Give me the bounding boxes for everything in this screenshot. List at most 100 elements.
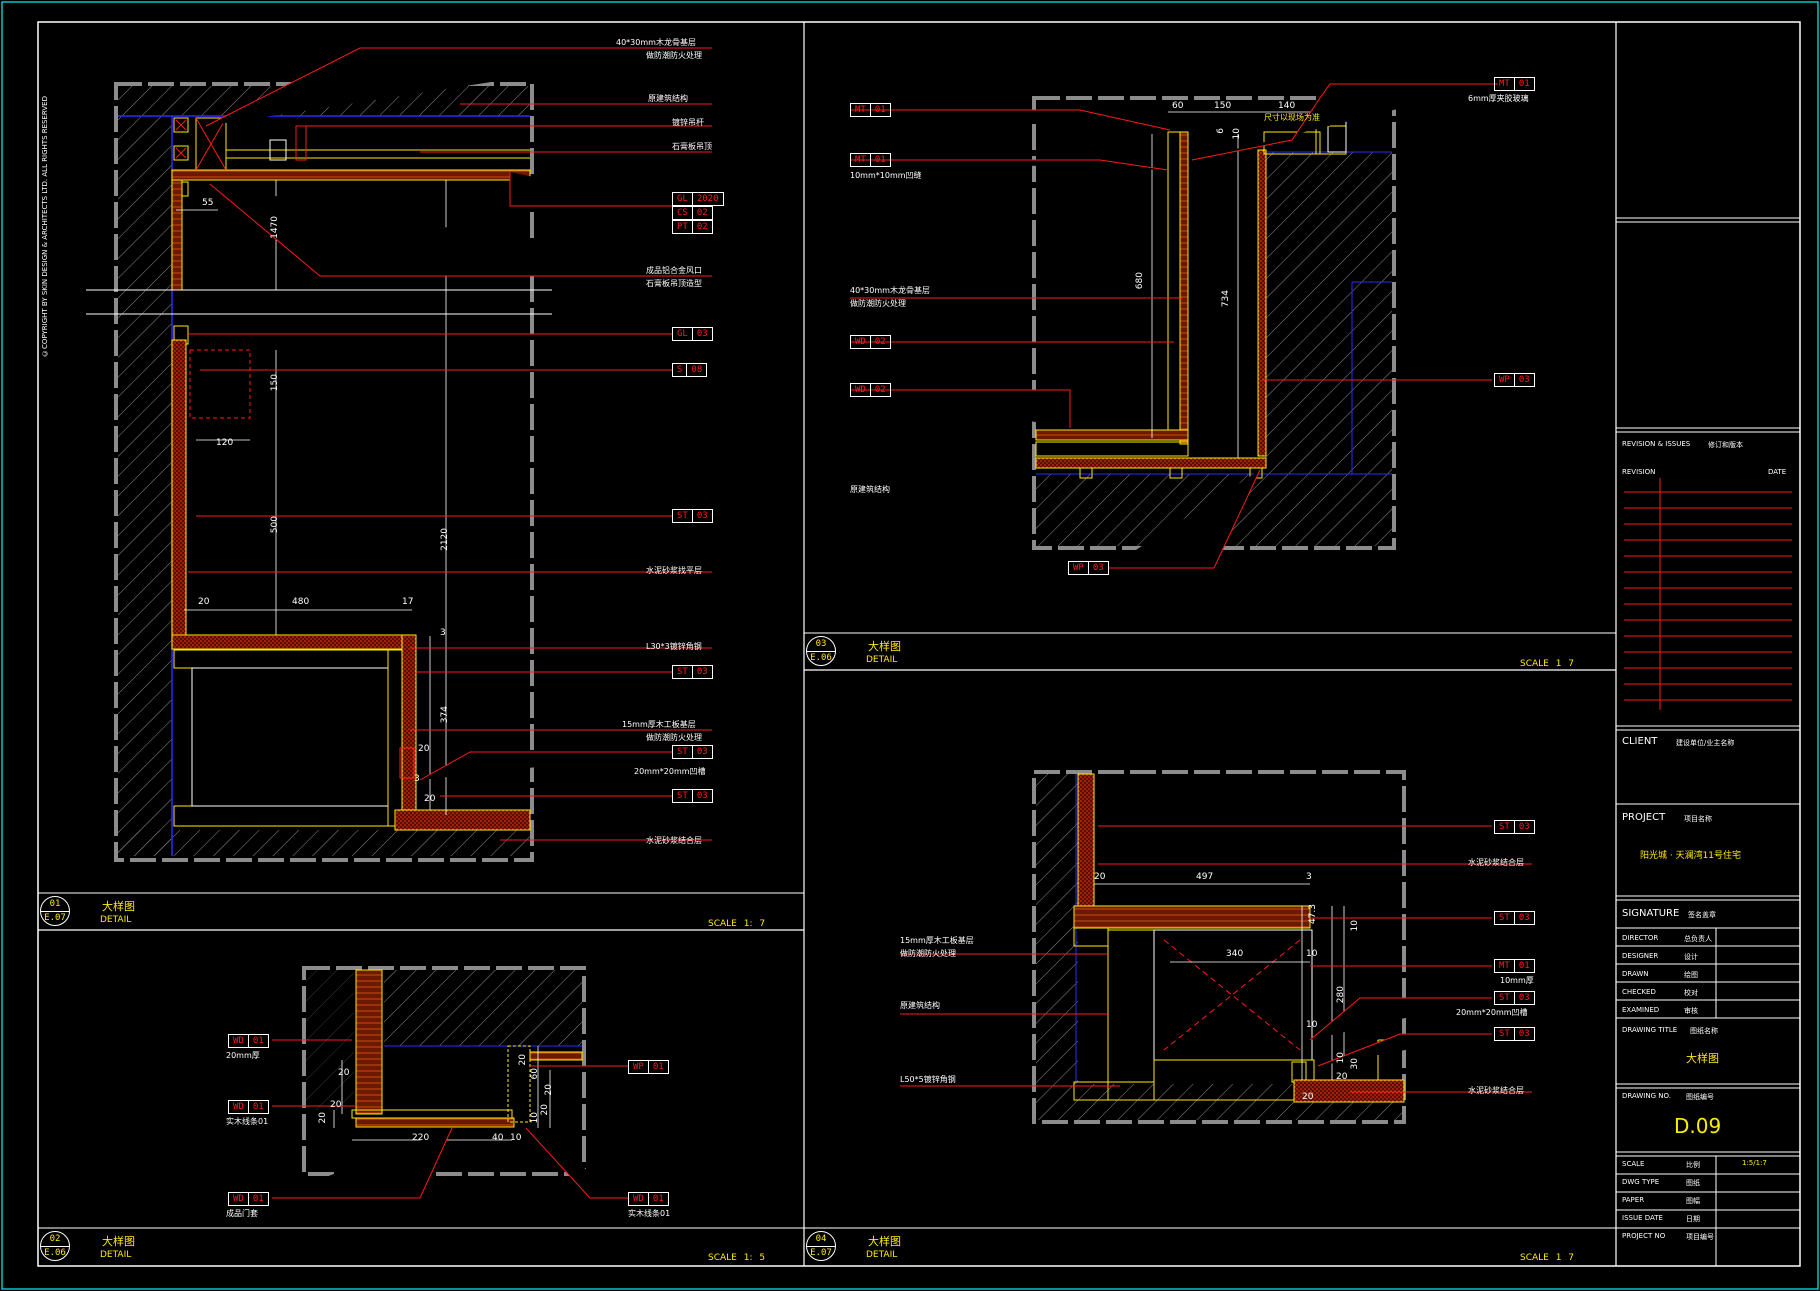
d01-dim-0: 55 bbox=[202, 198, 214, 208]
meta-projectno-key: PROJECT NO bbox=[1622, 1232, 1666, 1240]
d03-label-0: 6mm厚夹胶玻璃 bbox=[1468, 94, 1529, 103]
d02-dim-6: 20 bbox=[518, 1054, 528, 1066]
d01-dim-8: 17 bbox=[402, 597, 414, 607]
d01-label-8: L30*3镀锌角钢 bbox=[646, 642, 702, 651]
row-examined-key: EXAMINED bbox=[1622, 1006, 1660, 1014]
d02-dim-4: 40 bbox=[492, 1133, 504, 1143]
d04-label-2: 做防潮防火处理 bbox=[900, 949, 956, 958]
d01-dim-10: 374 bbox=[440, 706, 450, 724]
d02-label-2: 成品门套 bbox=[226, 1209, 258, 1218]
row-director-key: DIRECTOR bbox=[1622, 934, 1659, 942]
title-block-grid bbox=[1616, 217, 1800, 1266]
d02-dim-1: 20 bbox=[330, 1100, 342, 1110]
row-examined-val: 审核 bbox=[1684, 1007, 1698, 1015]
d01-label-1: 做防潮防火处理 bbox=[646, 51, 702, 60]
drawing-title-cn: 图纸名称 bbox=[1690, 1027, 1718, 1035]
d03-label-2: 40*30mm木龙骨基层 bbox=[850, 286, 930, 295]
detail-04-drawing bbox=[900, 770, 1532, 1124]
d03-dim-5: 680 bbox=[1135, 272, 1145, 290]
detail-02-drawing bbox=[272, 966, 628, 1199]
date-col: DATE bbox=[1768, 468, 1787, 476]
d01-label-4: 石膏板吊顶 bbox=[672, 142, 712, 151]
d03-label-3: 做防潮防火处理 bbox=[850, 299, 906, 308]
detail-02-scale: SCALE 1: 5 bbox=[708, 1253, 766, 1263]
d01-dim-5: 2120 bbox=[440, 528, 450, 551]
drawing-no-value: D.09 bbox=[1674, 1114, 1722, 1138]
d01-dim-9: 3 bbox=[440, 628, 446, 638]
d03-dim-3: 6 bbox=[1216, 128, 1226, 134]
drawing-no-label: DRAWING NO. bbox=[1622, 1092, 1671, 1100]
d02-dim-5: 10 bbox=[510, 1133, 522, 1143]
project-value: 阳光城 · 天澜湾11号住宅 bbox=[1640, 851, 1742, 861]
d02-dim-7: 60 bbox=[530, 1068, 540, 1080]
d01-dim-7: 480 bbox=[292, 597, 310, 607]
d04-label-1: 15mm厚木工板基层 bbox=[900, 936, 974, 945]
d01-dim-3: 120 bbox=[216, 438, 234, 448]
signature-cn: 签名盖章 bbox=[1688, 911, 1716, 919]
drawing-title-value: 大样图 bbox=[1686, 1052, 1719, 1065]
d02-dim-8: 10 bbox=[530, 1112, 540, 1124]
row-designer-val: 设计 bbox=[1684, 953, 1698, 961]
detail-04-title-en: DETAIL bbox=[866, 1250, 898, 1260]
meta-scale-value: 1:5/1:7 bbox=[1742, 1159, 1767, 1167]
d04-label-6: 20mm*20mm凹槽 bbox=[1456, 1008, 1528, 1017]
meta-scale-cn: 比例 bbox=[1686, 1161, 1700, 1169]
d04-dim-12: 20 bbox=[1336, 1072, 1348, 1082]
d04-dim-0: 20 bbox=[1094, 872, 1106, 882]
d03-dim-1: 150 bbox=[1214, 101, 1232, 111]
d04-label-7: 水泥砂浆结合层 bbox=[1468, 1086, 1524, 1095]
row-designer-key: DESIGNER bbox=[1622, 952, 1659, 960]
detail-01-scale: SCALE 1: 7 bbox=[708, 919, 766, 929]
meta-projectno-cn: 项目编号 bbox=[1686, 1233, 1714, 1241]
d04-dim-2: 3 bbox=[1306, 872, 1312, 882]
detail-01-title-en: DETAIL bbox=[100, 915, 132, 925]
d01-label-3: 镀锌吊杆 bbox=[672, 118, 704, 127]
row-drawn-key: DRAWN bbox=[1622, 970, 1649, 978]
meta-paper-key: PAPER bbox=[1622, 1196, 1645, 1204]
d01-label-7: 水泥砂浆找平层 bbox=[646, 566, 702, 575]
d01-label-2: 原建筑结构 bbox=[648, 94, 688, 103]
client-label: CLIENT bbox=[1622, 736, 1658, 747]
d01-label-9: 15mm厚木工板基层 bbox=[622, 720, 696, 729]
d03-dim-2: 140 bbox=[1278, 101, 1296, 111]
d01-dim-4: 500 bbox=[270, 516, 280, 534]
d04-label-4: L50*5镀锌角钢 bbox=[900, 1075, 956, 1084]
d01-dim-11: 20 bbox=[418, 744, 430, 754]
d01-label-0: 40*30mm木龙骨基层 bbox=[616, 38, 696, 47]
meta-scale-key: SCALE bbox=[1622, 1160, 1645, 1168]
project-label: PROJECT bbox=[1622, 812, 1666, 823]
revision-cn: 修订和版本 bbox=[1708, 441, 1743, 449]
d04-dim-5: 340 bbox=[1226, 949, 1244, 959]
d04-label-3: 原建筑结构 bbox=[900, 1001, 940, 1010]
row-checked-val: 校对 bbox=[1684, 989, 1698, 997]
revision-label: REVISION & ISSUES bbox=[1622, 440, 1691, 448]
d01-dim-6: 20 bbox=[198, 597, 210, 607]
project-cn: 项目名称 bbox=[1684, 815, 1712, 823]
d01-dim-2: 150 bbox=[270, 374, 280, 392]
d02-dim-2: 20 bbox=[318, 1112, 328, 1124]
detail-04-title-cn: 大样图 bbox=[868, 1235, 901, 1248]
detail-02-title-cn: 大样图 bbox=[102, 1235, 135, 1248]
drawing-title-label: DRAWING TITLE bbox=[1622, 1026, 1678, 1034]
signature-label: SIGNATURE bbox=[1622, 908, 1680, 919]
d01-dim-1: 1470 bbox=[270, 216, 280, 239]
